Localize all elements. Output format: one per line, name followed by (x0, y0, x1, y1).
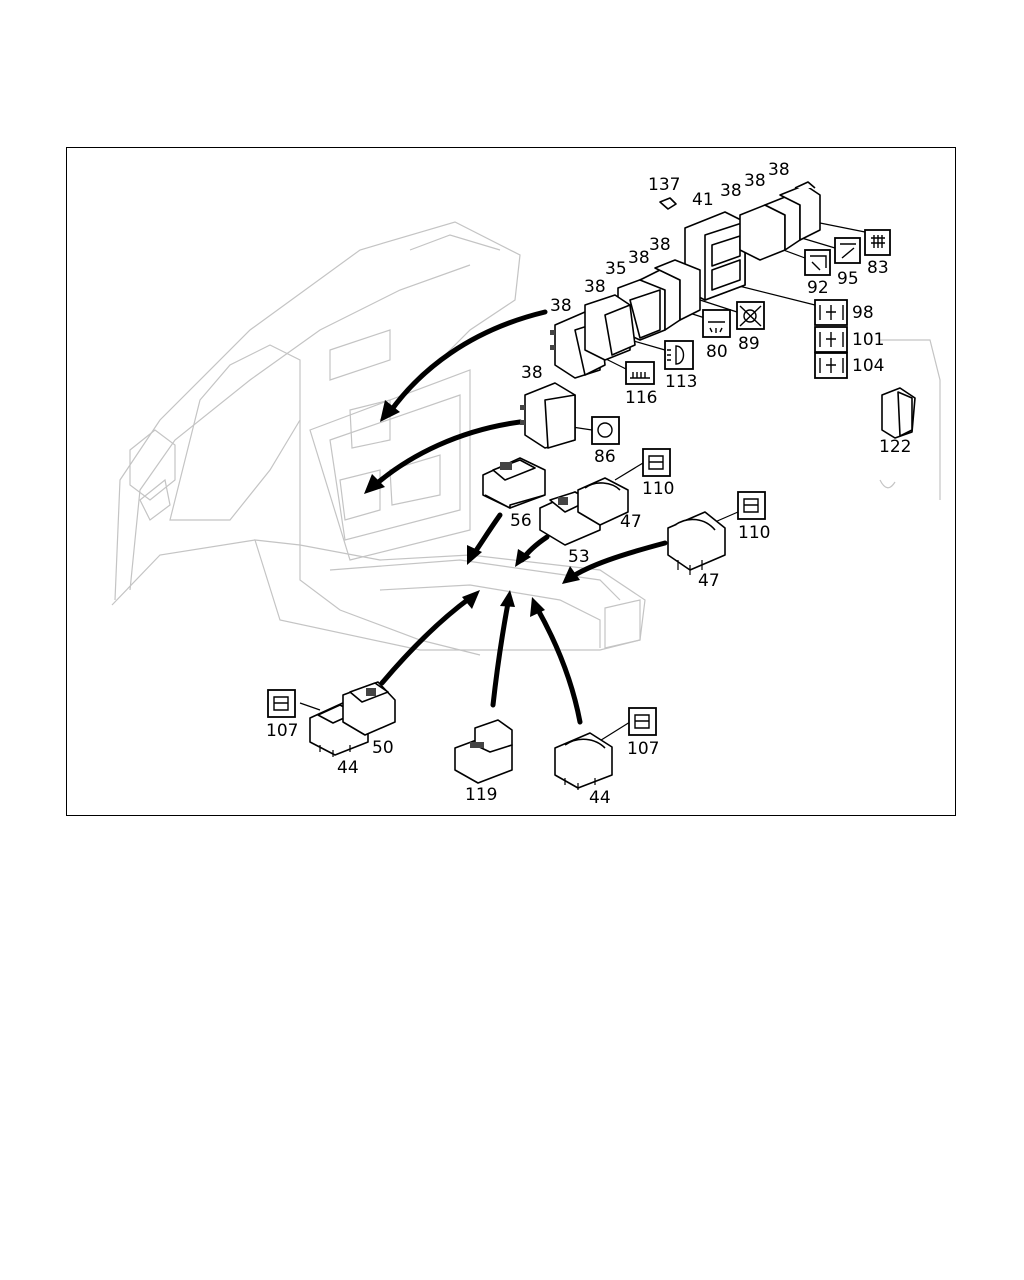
callout-56: 56 (510, 511, 532, 531)
switch-44-right (554, 732, 613, 790)
callout-104: 104 (852, 356, 884, 376)
dashboard-outline (111, 221, 941, 656)
callout-41: 41 (692, 190, 714, 210)
seat-heater-symbol (625, 361, 655, 385)
window-symbol-110b (737, 491, 766, 520)
callout-86: 86 (594, 447, 616, 467)
callout-113: 113 (665, 372, 697, 392)
leader-lines (299, 221, 866, 743)
switch-119 (454, 719, 513, 784)
switch-86 (520, 382, 576, 449)
callout-38-c: 38 (768, 160, 790, 180)
callout-137: 137 (648, 175, 680, 195)
callout-44-a: 44 (337, 758, 359, 778)
callout-101: 101 (852, 330, 884, 350)
location-arrows (364, 309, 668, 725)
callout-116: 116 (625, 388, 657, 408)
callout-38-f: 38 (584, 277, 606, 297)
callout-38-g: 38 (550, 296, 572, 316)
callout-38-e: 38 (628, 248, 650, 268)
switch-122 (881, 387, 916, 439)
callout-92: 92 (807, 278, 829, 298)
diff-lock-symbol-98 (814, 299, 848, 326)
rear-defrost-symbol (864, 229, 891, 256)
callout-122: 122 (879, 437, 911, 457)
switch-56 (482, 457, 546, 509)
callout-107-b: 107 (627, 739, 659, 759)
callout-35: 35 (605, 259, 627, 279)
callout-83: 83 (867, 258, 889, 278)
callout-47-a: 47 (620, 512, 642, 532)
bulb-137 (659, 197, 677, 210)
callout-89: 89 (738, 334, 760, 354)
switch-row-lower (550, 294, 636, 379)
recirculation-symbol (591, 416, 620, 445)
callout-98: 98 (852, 303, 874, 323)
window-symbol-107b (628, 707, 657, 736)
interior-light-symbol (702, 309, 731, 338)
tailgate-symbol (804, 249, 831, 276)
diff-lock-symbol-104 (814, 352, 848, 379)
window-symbol-107a (267, 689, 296, 718)
abs-off-symbol (736, 301, 765, 330)
callout-119: 119 (465, 785, 497, 805)
switch-47-lower (667, 511, 726, 575)
callout-44-b: 44 (589, 788, 611, 808)
window-symbol-110a (642, 448, 671, 477)
callout-47-b: 47 (698, 571, 720, 591)
switch-block-41 (684, 181, 821, 301)
callout-38-b: 38 (744, 171, 766, 191)
wiper-symbol (834, 237, 861, 264)
callout-53: 53 (568, 547, 590, 567)
diff-lock-symbol-101 (814, 326, 848, 353)
callout-labels: 137 41 38 38 38 38 38 35 38 38 38 83 92 … (266, 160, 911, 808)
callout-80: 80 (706, 342, 728, 362)
fog-light-symbol (664, 340, 694, 370)
callout-38-a: 38 (720, 181, 742, 201)
callout-110-b: 110 (738, 523, 770, 543)
switch-47-upper (577, 477, 629, 526)
callout-50: 50 (372, 738, 394, 758)
callout-38-d: 38 (649, 235, 671, 255)
callout-38-h: 38 (521, 363, 543, 383)
callout-110-a: 110 (642, 479, 674, 499)
callout-95: 95 (837, 269, 859, 289)
switch-50 (342, 681, 396, 736)
callout-107-a: 107 (266, 721, 298, 741)
